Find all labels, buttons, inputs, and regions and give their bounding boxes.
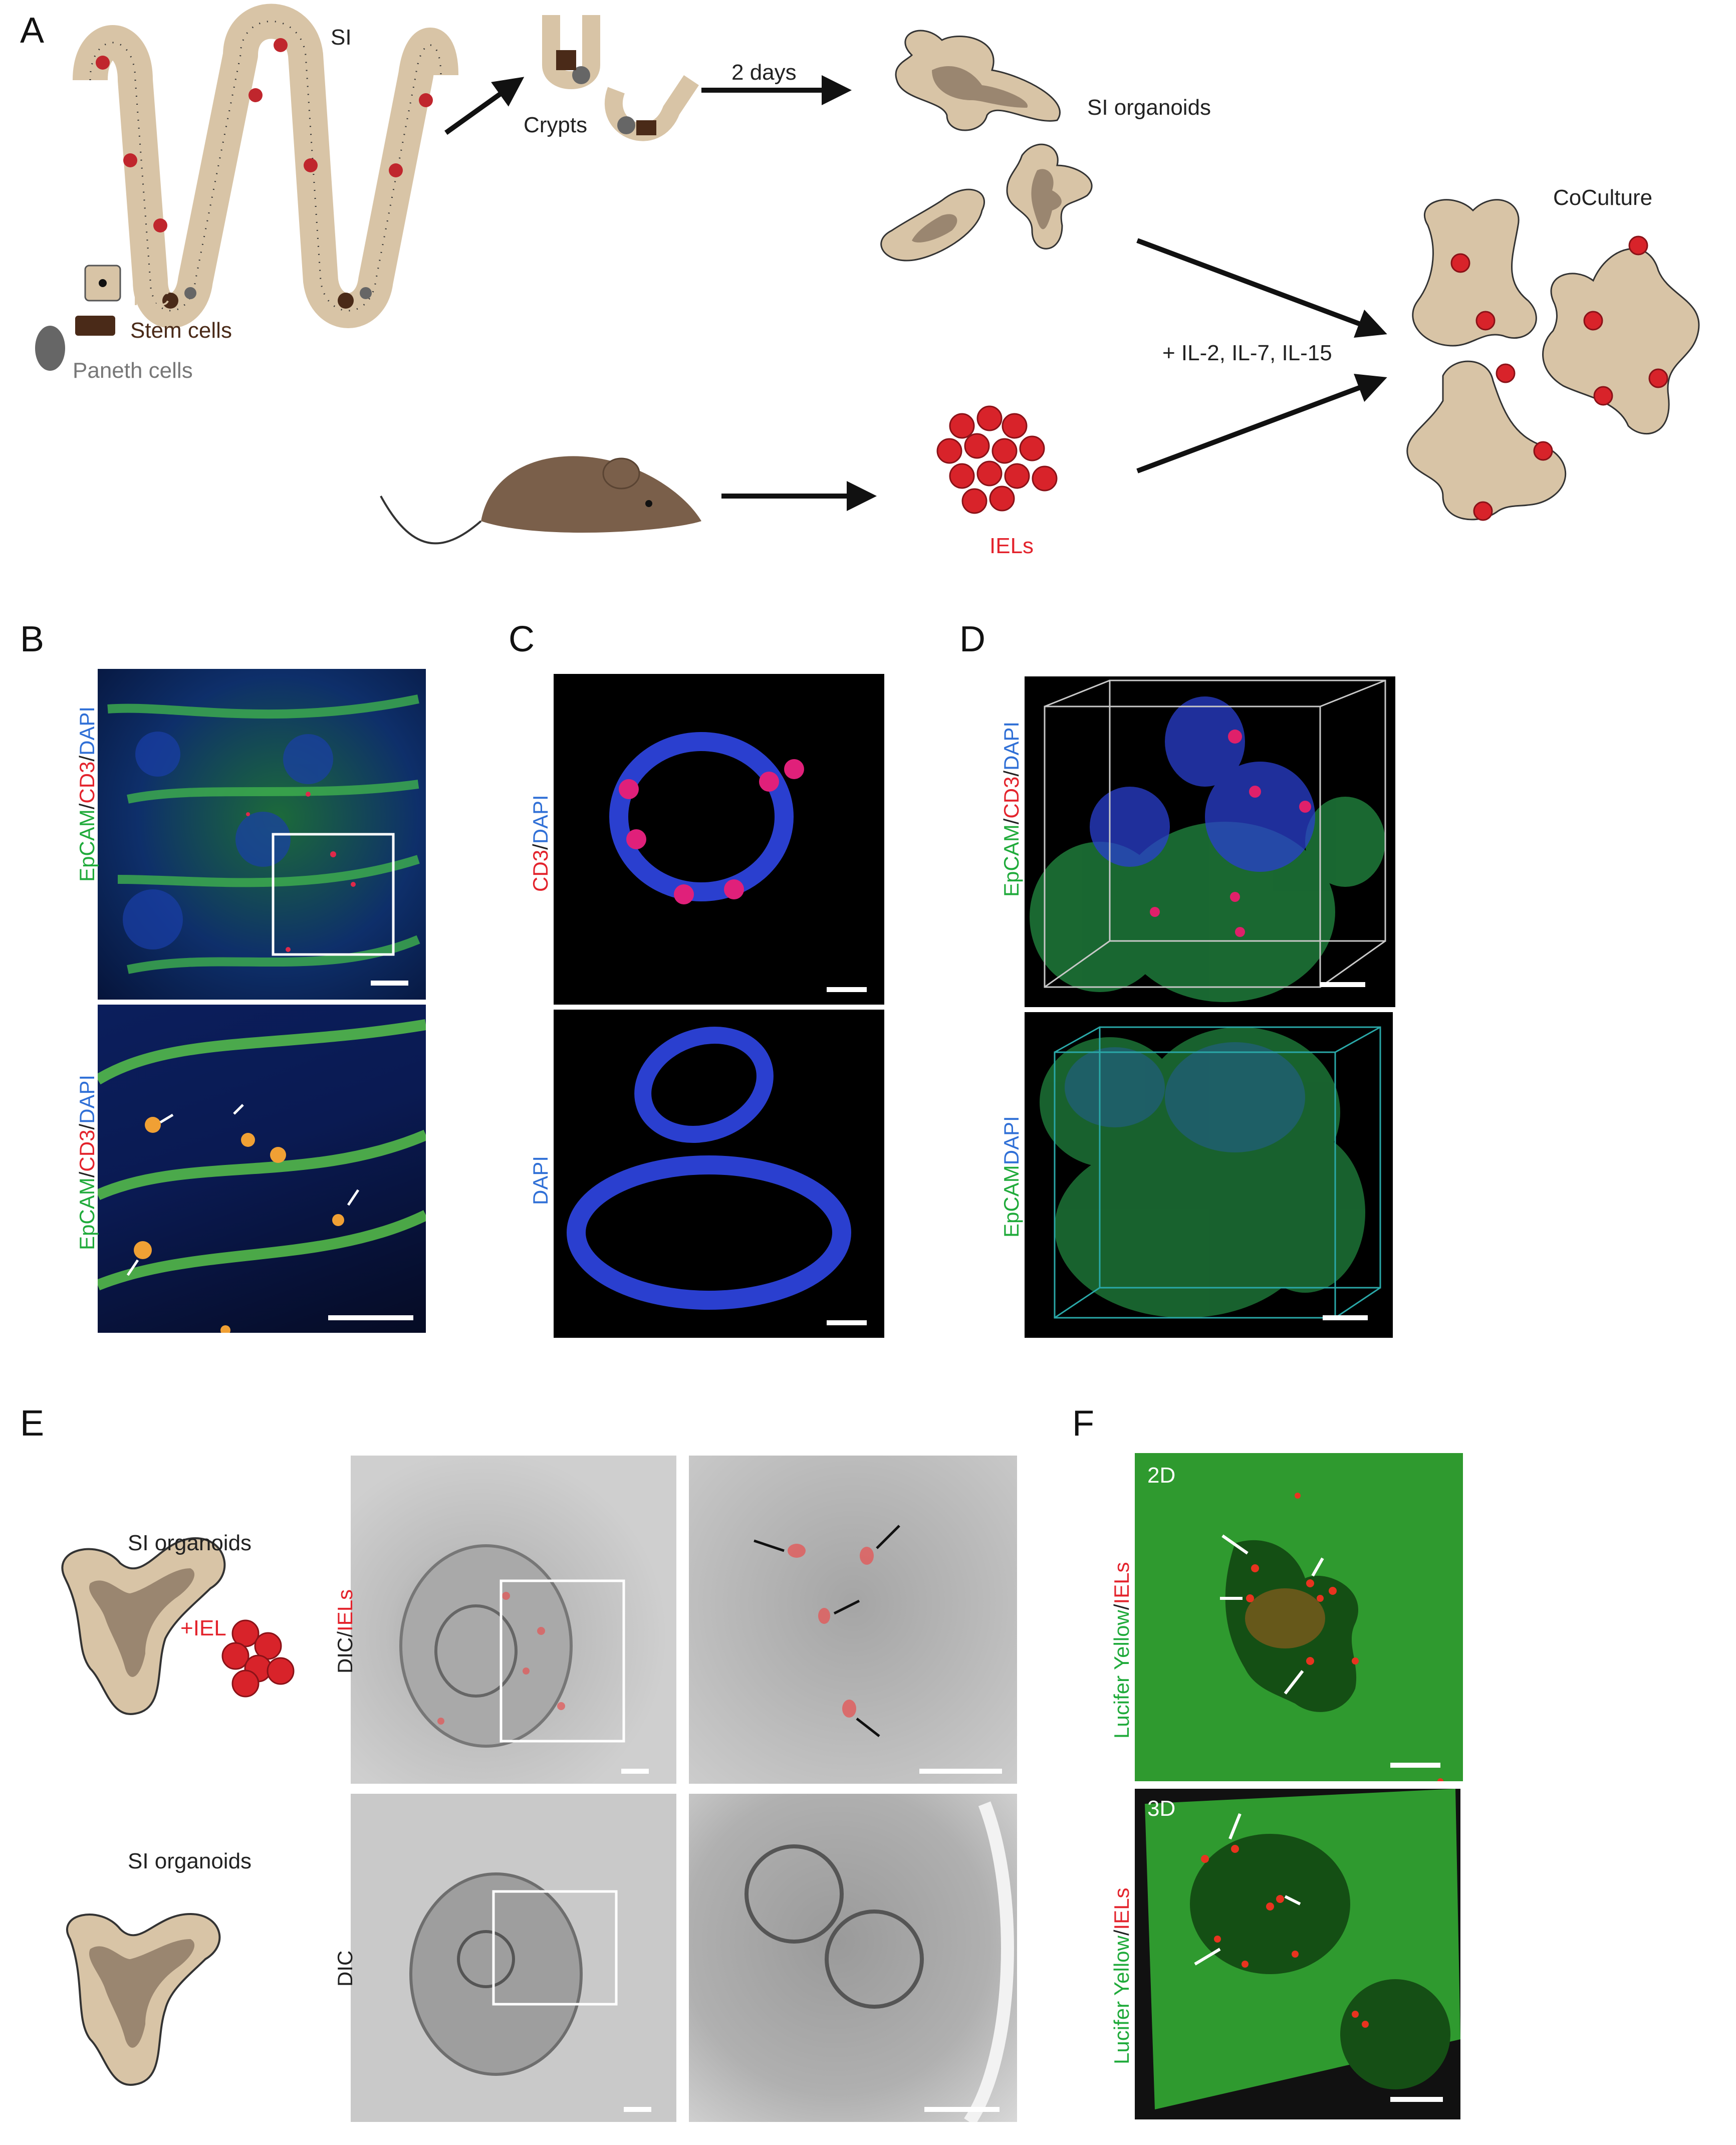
intestine-villi-illustration (73, 4, 458, 328)
crypts-illustration (542, 15, 699, 141)
label-2d: 2D (1147, 1463, 1176, 1488)
legend-stem-label: Stem cells (130, 318, 232, 343)
panel-d-bottom-channel-label: EpCAMDAPI (1000, 1116, 1023, 1238)
label-plus-iel: +IEL (180, 1616, 226, 1640)
iels-cluster-illustration (936, 405, 1058, 514)
panel-f-3d-channel-label: Lucifer Yellow/IELs (1110, 1887, 1133, 2064)
panel-label-f: F (1072, 1403, 1094, 1444)
panel-e-dic-iels-zoom-image (689, 1456, 1017, 1784)
panel-d-top-image (1025, 676, 1395, 1007)
panel-label-e: E (20, 1403, 45, 1444)
panel-c-bottom-image (554, 1010, 884, 1338)
label-crypts: Crypts (524, 113, 588, 137)
panel-label-c: C (509, 619, 535, 659)
panel-b-bottom-image (98, 1005, 426, 1333)
panel-b-bottom-channel-label: EpCAM/CD3/DAPI (75, 1074, 99, 1250)
scale-bar (1320, 982, 1365, 987)
label-two-days: 2 days (731, 60, 797, 85)
panel-f-2d-image (1135, 1453, 1463, 1781)
label-3d: 3D (1147, 1796, 1176, 1821)
scale-bar (1390, 2097, 1443, 2102)
scale-bar (621, 1769, 649, 1774)
si-organoids-illustration (880, 30, 1093, 262)
scale-bar (624, 2107, 651, 2112)
label-si-organoids: SI organoids (1087, 95, 1211, 120)
legend-iec-label: IEC (133, 286, 170, 310)
panel-e-organoid-illustration (66, 1913, 221, 2086)
label-si: SI (331, 25, 352, 50)
coculture-organoids-illustration (1406, 199, 1700, 521)
scale-bar (328, 1315, 413, 1320)
scale-bar (1323, 1315, 1368, 1320)
legend-paneth-label: Paneth cells (73, 358, 193, 383)
legend-stem-swatch (75, 316, 115, 336)
panel-d-bottom-image (1025, 1012, 1393, 1338)
panel-f-2d-channel-label: Lucifer Yellow/IELs (1110, 1562, 1133, 1739)
panel-c-top-image (554, 674, 884, 1005)
panel-f-3d-image (1135, 1789, 1460, 2119)
panel-label-a: A (20, 11, 45, 51)
panel-e-bottom-channel-label: DIC (333, 1950, 357, 1987)
panel-e-top-channel-label: DIC/IELs (333, 1589, 357, 1674)
panel-e-dic-control-zoom-image (689, 1794, 1017, 2122)
label-si-organoids-control: SI organoids (128, 1849, 252, 1873)
scale-bar (827, 1320, 867, 1325)
label-si-organoids-plus: SI organoids (128, 1531, 252, 1555)
panel-b-top-channel-label: EpCAM/CD3/DAPI (75, 706, 99, 882)
label-cytokines: + IL-2, IL-7, IL-15 (1162, 341, 1332, 365)
label-iels: IELs (989, 534, 1034, 558)
panel-d-top-channel-label: EpCAM/CD3/DAPI (1000, 721, 1023, 897)
scale-bar (919, 1769, 1002, 1774)
panel-c-bottom-channel-label: DAPI (529, 1155, 552, 1205)
panel-e-dic-iels-image (351, 1456, 676, 1784)
panel-e-organoid-plus-iel-illustration (61, 1537, 295, 1715)
panel-e-dic-control-image (351, 1794, 676, 2122)
mouse-illustration (380, 456, 701, 545)
legend-paneth-swatch (35, 326, 65, 371)
scale-bar (371, 981, 408, 986)
panel-a-schematic (35, 4, 1700, 545)
panel-label-b: B (20, 619, 45, 659)
scale-bar (827, 987, 867, 992)
panel-label-d: D (959, 619, 985, 659)
scale-bar (924, 2107, 1000, 2112)
panel-c-top-channel-label: CD3/DAPI (529, 795, 552, 892)
scale-bar (1390, 1763, 1440, 1768)
panel-b-top-image (98, 669, 426, 1000)
label-coculture: CoCulture (1553, 185, 1653, 210)
